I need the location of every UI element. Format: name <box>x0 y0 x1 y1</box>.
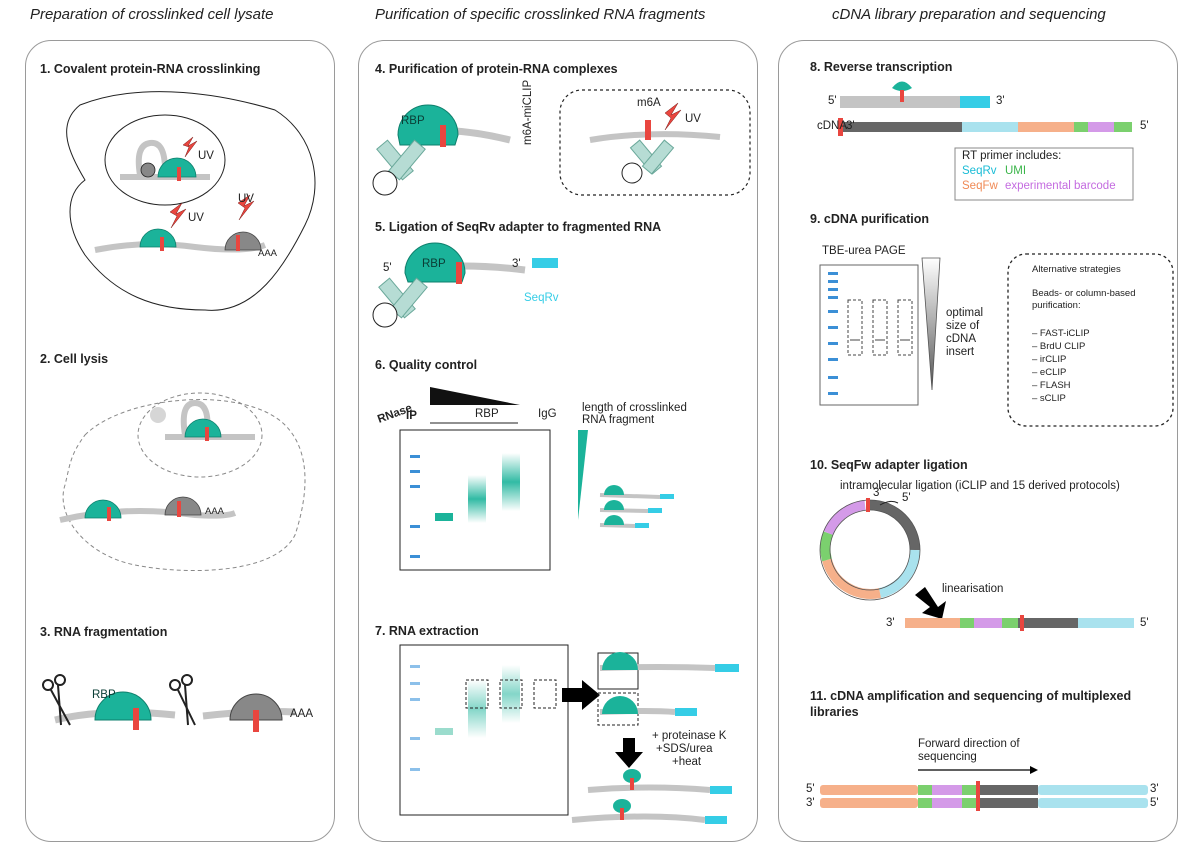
rt-seqfw-label: SeqFw <box>962 180 998 192</box>
cdna-purification-gel <box>819 253 1174 427</box>
alt-item-irclip: – irCLIP <box>1032 354 1067 365</box>
rbp-label-step3: RBP <box>92 689 116 701</box>
alt-strategies-title: Alternative strategies <box>1032 264 1121 275</box>
m6a-miclip-label: m6A-miCLIP <box>522 79 534 145</box>
column-title-preparation: Preparation of crosslinked cell lysate <box>30 6 274 23</box>
rt-seqrv-label: SeqRv <box>962 165 997 177</box>
three-prime-label-circle: 3' <box>873 487 882 499</box>
five-prime-label-circle: 5' <box>902 492 911 504</box>
seqrv-label: SeqRv <box>524 292 559 304</box>
five-prime-label-linear: 5' <box>1140 617 1149 629</box>
protein-rna-complex-diagram <box>372 89 751 196</box>
step-9-title: 9. cDNA purification <box>810 212 929 226</box>
column-title-library: cDNA library preparation and sequencing <box>832 6 1106 23</box>
uv-label-cytoplasm-1: UV <box>188 212 204 224</box>
uv-label-cytoplasm-2: UV <box>238 193 254 205</box>
step-6-title: 6. Quality control <box>375 358 478 372</box>
uv-label-nucleus: UV <box>198 150 214 162</box>
rt-primer-title: RT primer includes: <box>962 150 1062 162</box>
alt-item-brdu-clip: – BrdU CLIP <box>1032 341 1086 352</box>
quality-control-gel <box>399 387 674 571</box>
linearisation-label: linearisation <box>942 583 1004 595</box>
length-crosslinked-label: length of crosslinked RNA fragment <box>582 402 687 426</box>
five-prime-label-step5: 5' <box>383 262 392 274</box>
step-8-title: 8. Reverse transcription <box>810 60 953 74</box>
step-4-title: 4. Purification of protein-RNA complexes <box>375 62 618 76</box>
reverse-transcription-diagram <box>838 81 1134 201</box>
step-1-title: 1. Covalent protein-RNA crosslinking <box>40 62 261 76</box>
three-prime-label-step5: 3' <box>512 258 521 270</box>
cdna-label: cDNA <box>817 120 848 132</box>
sequencing-diagram <box>820 766 1148 811</box>
polya-label-3: AAA <box>290 708 314 720</box>
intramolecular-label: intramolecular ligation (iCLIP and 15 de… <box>840 480 1120 492</box>
panel-purification <box>358 40 758 842</box>
cell-lysis-diagram <box>59 392 306 572</box>
step-11-title: 11. cDNA amplification and sequencing of… <box>810 689 1132 719</box>
rt-barcode-label: experimental barcode <box>1005 180 1116 192</box>
rbp-lane-label: RBP <box>475 408 499 420</box>
step-5-title: 5. Ligation of SeqRv adapter to fragment… <box>375 220 662 234</box>
five-prime-label-step8: 5' <box>828 95 837 107</box>
three-prime-label-seq-top: 3' <box>1150 783 1159 795</box>
optimal-size-label: optimal size of cDNA insert <box>946 307 984 358</box>
polya-label-2: AAA <box>205 506 225 517</box>
five-prime-label-seq-top: 5' <box>806 783 815 795</box>
alt-item-sclip: – sCLIP <box>1032 393 1066 404</box>
tbe-page-label: TBE-urea PAGE <box>822 245 906 257</box>
circular-cdna-diagram <box>819 498 1134 631</box>
alt-item-fast-iclip: – FAST-iCLIP <box>1032 328 1090 339</box>
three-prime-label-cdna: 3' <box>846 120 855 132</box>
step-7-title: 7. RNA extraction <box>375 624 479 638</box>
panel-preparation <box>25 40 335 842</box>
five-prime-label-seq-bottom: 5' <box>1150 797 1159 809</box>
seqrv-ligation-diagram <box>372 242 558 328</box>
five-prime-label-cdna: 5' <box>1140 120 1149 132</box>
rt-umi-label: UMI <box>1005 165 1027 177</box>
three-prime-label-step8: 3' <box>996 95 1005 107</box>
three-prime-label-seq-bottom: 3' <box>806 797 815 809</box>
column-title-purification: Purification of specific crosslinked RNA… <box>375 6 706 23</box>
uv-label-miclip: UV <box>685 113 701 125</box>
cell-crosslinking-diagram <box>66 91 316 311</box>
forward-direction-label: Forward direction of sequencing <box>918 738 1020 763</box>
ip-label: IP <box>406 410 417 422</box>
panel-library <box>778 40 1178 842</box>
igg-lane-label: IgG <box>538 408 557 420</box>
alt-item-flash: – FLASH <box>1032 380 1071 391</box>
sds-urea-label: +SDS/urea <box>656 743 713 755</box>
rbp-label-step5: RBP <box>422 258 446 270</box>
heat-label: +heat <box>672 756 702 768</box>
rbp-label-step4: RBP <box>401 115 425 127</box>
rna-fragmentation-diagram <box>42 674 296 732</box>
step-2-title: 2. Cell lysis <box>40 352 109 366</box>
step-3-title: 3. RNA fragmentation <box>40 625 168 639</box>
three-prime-label-linear: 3' <box>886 617 895 629</box>
rna-extraction-diagram <box>399 644 739 824</box>
alt-strategies-subtitle: Beads- or column-based purification: <box>1032 288 1136 311</box>
m6a-label: m6A <box>637 97 661 109</box>
alt-item-eclip: – eCLIP <box>1032 367 1067 378</box>
polya-label-1: AAA <box>258 248 278 259</box>
proteinase-k-label: + proteinase K <box>652 730 727 742</box>
step-10-title: 10. SeqFw adapter ligation <box>810 458 968 472</box>
